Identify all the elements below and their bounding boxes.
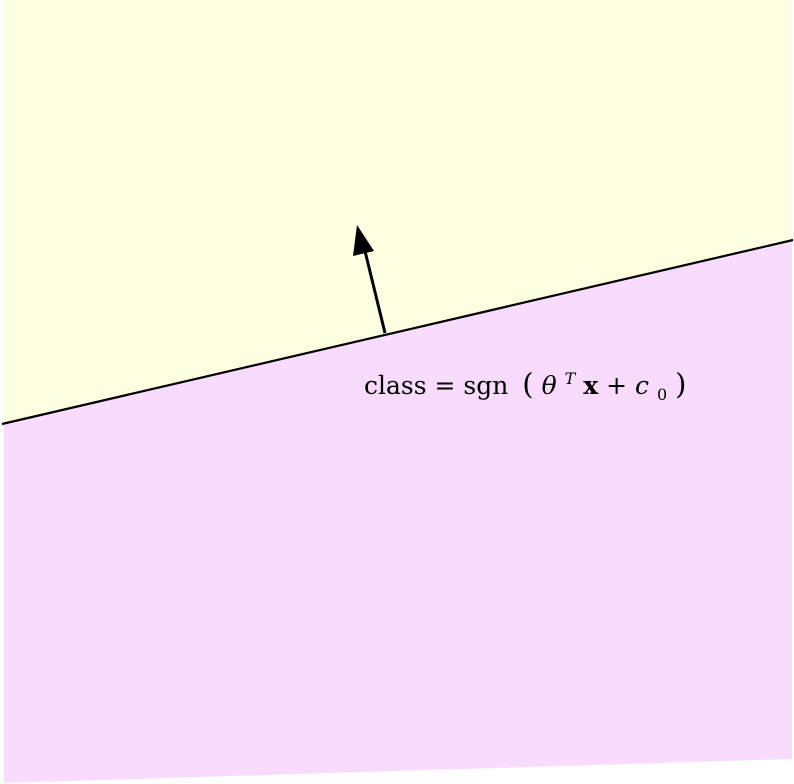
formula-open-paren: (: [522, 367, 533, 401]
formula-c-subscript: 0: [657, 385, 667, 404]
lower-region: [4, 240, 792, 783]
normal-vector-arrow: [362, 246, 387, 334]
formula-close-paren: ): [675, 367, 686, 401]
formula-plus: +: [606, 371, 635, 400]
formula-theta: θ: [542, 371, 557, 400]
normal-vector-arrowhead: [353, 225, 374, 256]
classification-formula: class = sgn ( θ T x + c 0 ): [364, 361, 686, 406]
formula-theta-exponent: T: [565, 369, 577, 388]
formula-prefix: class = sgn: [364, 371, 508, 400]
formula-c: c: [635, 371, 649, 400]
decision-boundary-line: [1, 238, 794, 426]
formula-x-vector: x: [583, 371, 599, 400]
upper-region: [4, 0, 792, 424]
